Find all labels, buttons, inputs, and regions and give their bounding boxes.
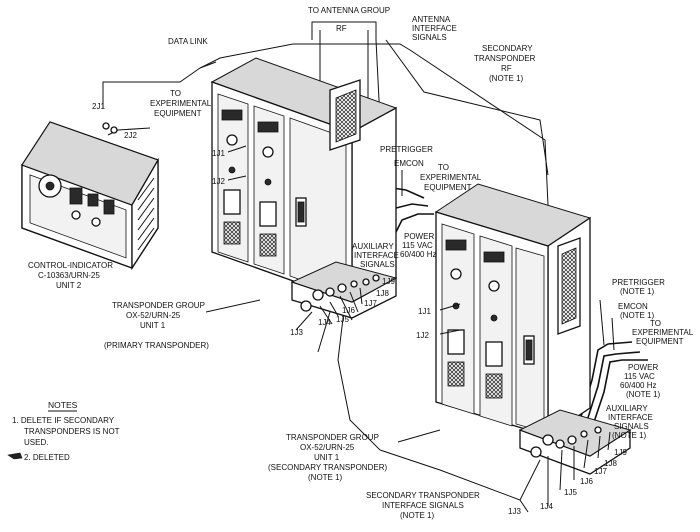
- label-transponder-group-primary: UNIT 1: [140, 321, 166, 330]
- label-power: POWER: [404, 232, 434, 241]
- label-port: 1J3: [508, 507, 521, 516]
- label-secondary-rf: TRANSPONDER: [474, 54, 536, 63]
- label-data-link: DATA LINK: [168, 37, 208, 46]
- label-port: 1J2: [212, 177, 225, 186]
- label-auxiliary-interface: INTERFACE: [354, 251, 399, 260]
- label-port: 1J1: [418, 307, 431, 316]
- secondary-transponder-unit: [434, 183, 632, 475]
- notes-title: NOTES: [48, 400, 78, 410]
- label-port: 1J6: [342, 306, 355, 315]
- label-control-indicator: C-10363/URN-25: [38, 271, 100, 280]
- label-pretrigger: PRETRIGGER: [380, 145, 433, 154]
- label-power: 60/400 Hz: [620, 381, 656, 390]
- label-pretrigger: (NOTE 1): [620, 287, 655, 296]
- label-transponder-group-secondary: (NOTE 1): [308, 473, 343, 482]
- label-rf: RF: [336, 24, 347, 33]
- label-to-experimental-equipment: EQUIPMENT: [424, 183, 472, 192]
- label-emcon: EMCON: [618, 302, 648, 311]
- label-secondary-interface-signals: (NOTE 1): [400, 511, 435, 520]
- label-port: 1J7: [364, 299, 377, 308]
- label-to-experimental-equipment: TO: [438, 163, 449, 172]
- label-transponder-group-primary: (PRIMARY TRANSPONDER): [104, 341, 209, 350]
- label-to-experimental-equipment: EXPERIMENTAL: [632, 328, 694, 337]
- label-power: 115 VAC: [624, 372, 655, 381]
- label-secondary-rf: (NOTE 1): [489, 74, 524, 83]
- label-port: 1J9: [614, 448, 627, 457]
- label-auxiliary-interface: INTERFACE: [608, 413, 653, 422]
- label-power: 60/400 Hz: [400, 250, 436, 259]
- label-transponder-group-secondary: OX-52/URN-25: [300, 443, 355, 452]
- label-auxiliary-interface: SIGNALS: [360, 260, 395, 269]
- label-emcon: EMCON: [394, 159, 424, 168]
- label-antenna-interface: ANTENNA: [412, 15, 451, 24]
- label-to-experimental-equipment: TO: [650, 319, 661, 328]
- label-auxiliary-interface: SIGNALS: [614, 422, 649, 431]
- label-port: 1J7: [594, 467, 607, 476]
- label-control-indicator: UNIT 2: [56, 281, 82, 290]
- label-pretrigger: PRETRIGGER: [612, 278, 665, 287]
- label-port: 1J1: [212, 149, 225, 158]
- label-port: 1J6: [580, 477, 593, 486]
- note-1: TRANSPONDERS IS NOT: [24, 427, 120, 436]
- label-auxiliary-interface: (NOTE 1): [612, 431, 647, 440]
- label-to-antenna-group: TO ANTENNA GROUP: [308, 6, 390, 15]
- note-2: 2. DELETED: [24, 453, 70, 462]
- label-secondary-interface-signals: SECONDARY TRANSPONDER: [366, 491, 480, 500]
- label-to-experimental-equipment: EQUIPMENT: [154, 109, 202, 118]
- note-1: USED.: [24, 438, 48, 447]
- label-transponder-group-secondary: UNIT 1: [314, 453, 340, 462]
- label-control-indicator: CONTROL-INDICATOR: [28, 261, 113, 270]
- primary-transponder-unit: [210, 57, 398, 319]
- label-transponder-group-primary: TRANSPONDER GROUP: [112, 301, 205, 310]
- leader-lines: [205, 145, 611, 506]
- label-port: 1J5: [564, 488, 577, 497]
- label-secondary-rf: RF: [501, 64, 512, 73]
- note-1: 1. DELETE IF SECONDARY: [12, 416, 115, 425]
- label-port: 1J9: [382, 277, 395, 286]
- control-indicator-unit: [21, 121, 159, 271]
- label-port: 1J2: [416, 331, 429, 340]
- notes-block: NOTES 1. DELETE IF SECONDARY TRANSPONDER…: [7, 400, 120, 462]
- label-secondary-interface-signals: INTERFACE SIGNALS: [382, 501, 464, 510]
- label-power: POWER: [628, 363, 658, 372]
- label-port: 1J3: [290, 328, 303, 337]
- label-secondary-rf: SECONDARY: [482, 44, 533, 53]
- label-port: 1J4: [318, 318, 331, 327]
- label-antenna-interface: SIGNALS: [412, 33, 447, 42]
- label-port: 1J5: [336, 315, 349, 324]
- label-2j2: 2J2: [124, 131, 137, 140]
- label-to-experimental-equipment: EXPERIMENTAL: [420, 173, 482, 182]
- label-power: 115 VAC: [402, 241, 433, 250]
- label-auxiliary-interface: AUXILIARY: [606, 404, 648, 413]
- label-transponder-group-secondary: TRANSPONDER GROUP: [286, 433, 379, 442]
- label-to-experimental-equipment: EQUIPMENT: [636, 337, 684, 346]
- label-group: TO ANTENNA GROUP ANTENNA INTERFACE SIGNA…: [28, 6, 694, 520]
- label-to-experimental-equipment: TO: [170, 89, 181, 98]
- label-transponder-group-secondary: (SECONDARY TRANSPONDER): [268, 463, 387, 472]
- label-port: 1J8: [604, 459, 617, 468]
- label-antenna-interface: INTERFACE: [412, 24, 457, 33]
- label-to-experimental-equipment: EXPERIMENTAL: [150, 99, 212, 108]
- label-auxiliary-interface: AUXILIARY: [352, 242, 394, 251]
- label-transponder-group-primary: OX-52/URN-25: [126, 311, 181, 320]
- label-port: 1J8: [376, 289, 389, 298]
- label-emcon: (NOTE 1): [620, 311, 655, 320]
- deleted-note-icon: [7, 452, 23, 460]
- label-power: (NOTE 1): [626, 390, 661, 399]
- label-2j1: 2J1: [92, 102, 105, 111]
- label-port: 1J4: [540, 502, 553, 511]
